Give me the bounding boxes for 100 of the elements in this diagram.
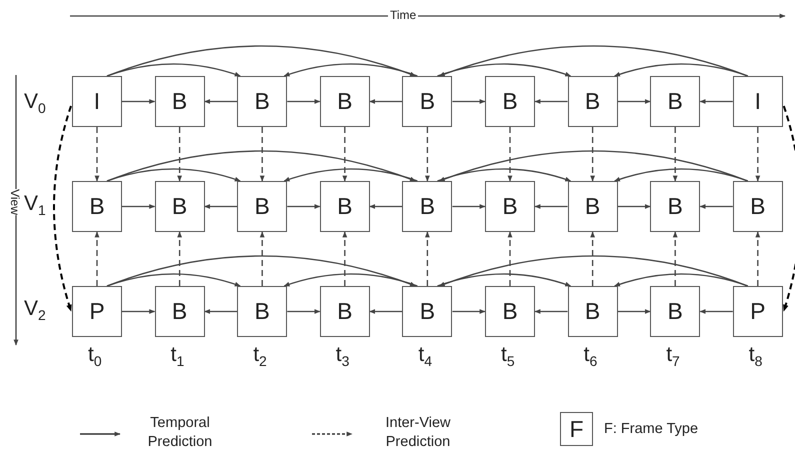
arrow <box>618 309 651 314</box>
frame-box <box>320 286 370 337</box>
arrow <box>122 204 156 209</box>
frame-box <box>650 181 700 232</box>
time-label: t$_{7}$ <box>666 343 680 370</box>
arrow <box>204 309 238 314</box>
arrow <box>452 204 486 209</box>
frame-box <box>72 286 122 337</box>
frame-type-letter: B <box>172 193 188 220</box>
arrow <box>369 309 402 314</box>
frame-box <box>237 76 288 127</box>
frame-type-letter: I <box>754 88 761 115</box>
frame-type-letter: B <box>502 298 518 325</box>
dashed-arrow <box>755 127 760 182</box>
frame-box <box>237 181 288 232</box>
frame-type-letter: B <box>584 193 600 220</box>
frame-box <box>732 76 783 127</box>
arrow <box>106 273 241 287</box>
time-label: t$_{6}$ <box>584 343 598 370</box>
dashed-arrow <box>425 127 430 182</box>
frame-type-letter: B <box>584 88 600 115</box>
dashed-arrow <box>260 127 265 182</box>
frame-type-letter: B <box>668 193 683 220</box>
dashed-arrow <box>590 127 595 182</box>
frame-box <box>154 76 205 127</box>
arrow <box>452 99 486 104</box>
frame-type-letter: B <box>254 298 270 325</box>
arrow <box>700 204 733 209</box>
frame-type-letter: B <box>89 193 105 220</box>
dashed-arrow <box>672 127 678 182</box>
frame-type-letter: B <box>254 88 270 115</box>
frame-box <box>402 181 452 232</box>
legend-text: Temporal Prediction <box>146 414 214 452</box>
frame-type-letter: B <box>750 193 766 220</box>
dashed-arrow <box>53 106 72 312</box>
frame-box <box>154 286 205 337</box>
time-label: t$_{8}$ <box>748 343 762 370</box>
dashed-arrow <box>782 106 795 312</box>
frame-type-letter: B <box>254 193 270 220</box>
arrow <box>438 45 748 77</box>
frame-box <box>568 76 618 127</box>
axis-label: View <box>8 189 22 215</box>
frame-box <box>650 76 700 127</box>
frame-type-letter: B <box>668 298 683 325</box>
frame-type-letter: B <box>337 298 352 325</box>
frame-type-letter: B <box>172 298 188 325</box>
view-label: V$_{0}$ <box>24 90 46 116</box>
dashed-arrow <box>590 231 595 286</box>
arrow <box>106 63 241 77</box>
dashed-arrow <box>94 231 100 286</box>
frame-box <box>72 76 122 127</box>
arrow <box>437 273 572 287</box>
arrow <box>700 309 733 314</box>
frame-type-letter: I <box>94 88 100 115</box>
arrow <box>614 63 748 77</box>
frame-box <box>568 286 618 337</box>
dashed-arrow <box>342 127 348 182</box>
arrow <box>437 63 572 77</box>
time-label: t$_{4}$ <box>418 343 432 370</box>
frame-type-letter: B <box>502 88 518 115</box>
arrow <box>284 63 418 77</box>
arrow <box>204 99 238 104</box>
frame-box <box>485 286 535 337</box>
time-label: t$_{3}$ <box>336 343 350 370</box>
frame-type-letter: B <box>420 193 436 220</box>
frame-box <box>568 181 618 232</box>
legend-text: F: Frame Type <box>604 420 698 439</box>
dashed-arrow <box>425 231 430 286</box>
dashed-arrow <box>94 127 100 182</box>
arrow <box>287 99 320 104</box>
arrow <box>438 255 748 287</box>
frame-type-letter: B <box>668 88 683 115</box>
arrow <box>534 99 568 104</box>
dashed-arrow <box>260 231 265 286</box>
frame-box <box>320 76 370 127</box>
axis-label: Time <box>388 8 418 22</box>
arrow <box>534 204 568 209</box>
legend-text: Inter-View Prediction <box>384 414 452 452</box>
arrow <box>287 309 320 314</box>
time-label: t$_{0}$ <box>88 343 102 370</box>
dashed-arrow <box>508 231 512 286</box>
arrow <box>369 99 402 104</box>
view-label: V$_{2}$ <box>24 297 46 324</box>
dashed-arrow <box>672 231 678 286</box>
frame-box <box>154 181 205 232</box>
dashed-arrow <box>755 231 760 286</box>
arrow <box>614 273 748 287</box>
time-label: t$_{5}$ <box>501 343 515 370</box>
arrow <box>618 99 651 104</box>
arrow <box>438 150 748 182</box>
frame-box <box>237 286 288 337</box>
legend-frame-box <box>560 412 593 446</box>
frame-box <box>732 181 783 232</box>
dashed-arrow <box>342 231 348 286</box>
arrow <box>437 168 572 182</box>
arrow <box>614 168 748 182</box>
frame-box <box>732 286 783 337</box>
arrow <box>204 204 238 209</box>
arrow <box>700 99 733 104</box>
dashed-arrow <box>508 127 512 182</box>
